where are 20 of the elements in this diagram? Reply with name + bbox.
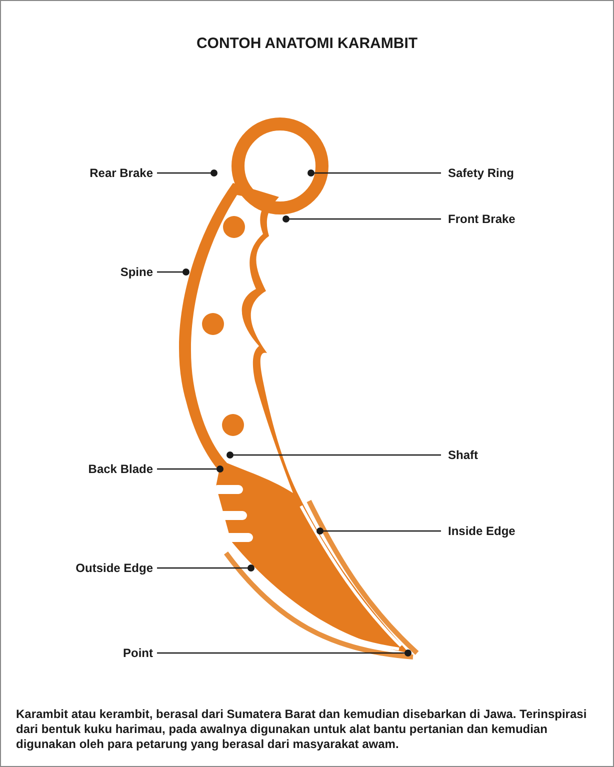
part-label: Shaft xyxy=(448,448,478,462)
part-label: Outside Edge xyxy=(76,561,153,575)
leader-line xyxy=(157,466,224,472)
part-label: Point xyxy=(123,646,153,660)
leader-line xyxy=(157,564,254,572)
leader-line xyxy=(157,170,218,176)
leader-line xyxy=(308,170,441,176)
part-label: Rear Brake xyxy=(90,166,153,180)
part-label: Inside Edge xyxy=(448,524,516,538)
part-label: Front Brake xyxy=(448,212,516,226)
part-label: Spine xyxy=(120,265,153,279)
leader-line xyxy=(316,528,441,534)
title: CONTOH ANATOMI KARAMBIT xyxy=(195,35,419,52)
leader-line xyxy=(282,216,441,222)
leader-line xyxy=(226,452,441,458)
leader-line xyxy=(157,650,412,656)
caption: Karambit atau kerambit, berasal dari Sumatera Barat dan kemudian disebarkan di Jawa. Terinspirasi dari bentuk kuku harimau, pada awalnya digunakan untuk alat bantu pertanian dan kemudian digunakan oleh para petarung yang berasal dari masyarakat awam. xyxy=(16,707,588,752)
leader-line xyxy=(157,268,190,276)
part-label: Safety Ring xyxy=(448,166,514,180)
part-label: Back Blade xyxy=(88,462,153,476)
